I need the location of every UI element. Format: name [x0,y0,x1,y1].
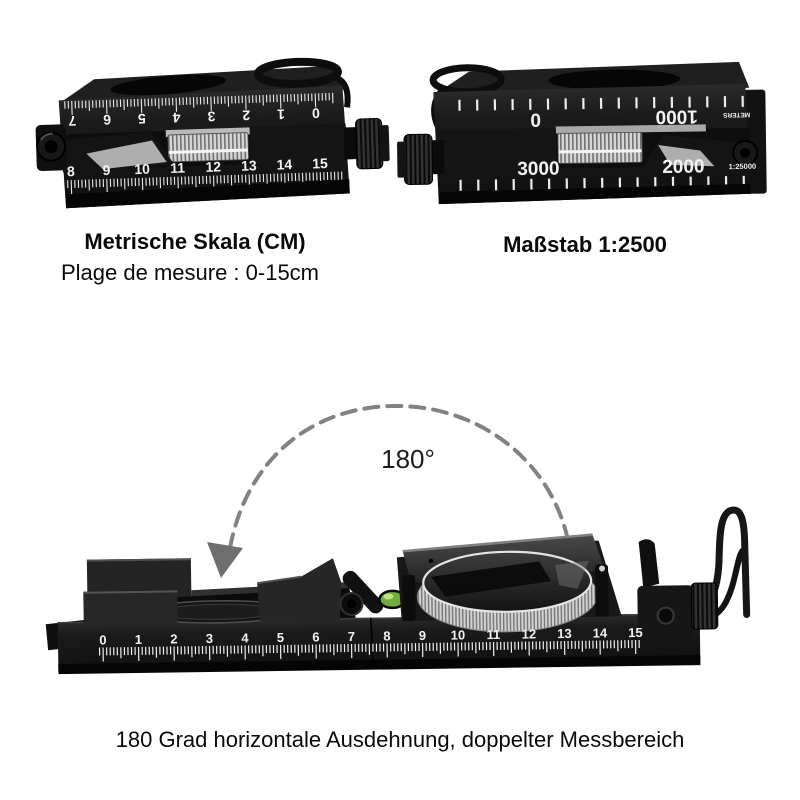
bottom-caption: 180 Grad horizontale Ausdehnung, doppelt… [115,727,685,752]
scale-number: 2 [242,107,250,123]
sight-fin [638,539,660,588]
meters-scale-zero: 0 [530,111,541,132]
scale-number: 9 [102,162,110,178]
adjustment-thumbwheel [557,131,643,164]
base-ruler-ticks [98,639,640,662]
dashed-arc [228,403,569,550]
scale-number: 2 [170,631,177,646]
scale-number: 7 [348,629,355,644]
fold-hinge-seam [369,617,375,668]
side-knurled-knob [355,117,384,170]
map-scale-ticks [459,175,745,191]
cm-top-scale-ticks [64,92,334,116]
scale-number: 4 [172,110,180,126]
scale-number: 12 [522,626,537,641]
scale-number: 9 [419,628,426,643]
scale-number: 12 [205,158,221,174]
dial-post-right [595,564,609,617]
scale-number: 10 [451,627,466,642]
meters-unit-label: METERS [722,111,750,118]
scale-number: 8 [383,628,390,643]
measure-range-subtitle: Plage de mesure : 0-15cm [60,260,320,285]
scale-number: 13 [241,157,257,173]
scale-number: 11 [170,159,186,175]
adjustment-thumbwheel [167,132,249,163]
scale-number: 0 [99,632,106,647]
scale-number: 6 [312,629,319,644]
sight-wire-loop-folded-icon [253,57,342,88]
scale-number: 0 [311,105,319,121]
end-knurled-knob [690,582,719,630]
lid-opening [548,69,681,90]
scale-number: 11 [486,627,500,642]
dial-post-left [402,575,416,622]
scale-number: 6 [103,112,111,128]
map-scale-ratio: 1:25000 [729,162,757,171]
scale-number: 1 [277,106,285,122]
side-knurled-knob [403,133,434,186]
scale-number: 4 [241,630,249,645]
cm-bottom-scale-numbers: 8 9 10 11 12 13 14 15 [67,155,328,179]
scale-number: 7 [68,113,76,129]
rotation-arrow-icon [207,542,243,578]
map-scale-2000: 2000 [662,156,705,178]
scale-number: 14 [276,156,292,172]
lid-opening [110,74,227,96]
scale-number: 8 [67,163,75,179]
rotation-annotation [207,403,569,578]
metric-scale-title: Metrische Skala (CM) [84,229,306,254]
scale-number: 15 [628,625,643,640]
hinge-lever [342,570,384,614]
map-scale-title: Maßstab 1:2500 [503,232,667,257]
scale-number: 3 [206,631,213,646]
meters-scale-ticks [458,95,744,111]
map-scale-device: 0 1000 METERS 3000 2000 1:25000 [397,61,767,205]
map-scale-3000: 3000 [517,158,560,180]
cm-bottom-scale-ticks [67,171,343,196]
tray-front-wall-left [83,590,178,624]
cm-top-scale-numbers: 7 6 5 4 3 2 1 0 [68,105,320,129]
scale-number: 15 [312,155,328,171]
scale-number: 14 [593,625,608,640]
angle-label: 180° [381,444,435,474]
scale-number: 1 [135,632,142,647]
tray-front-wall-right [257,558,342,622]
scale-number: 10 [134,161,150,177]
scale-number: 5 [138,111,146,127]
scale-number: 5 [277,630,284,645]
scale-number: 3 [207,109,215,125]
scale-number: 13 [557,626,572,641]
meters-scale-thousand: 1000 [655,105,698,127]
